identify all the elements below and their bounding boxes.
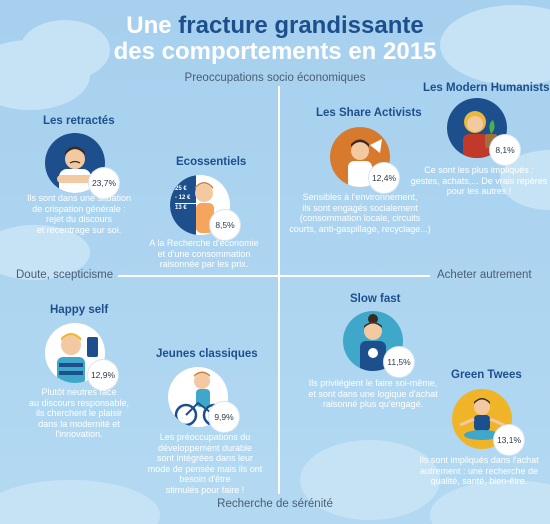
person-recycling-icon	[330, 127, 390, 187]
segment-title-ecossentiels: Ecossentiels	[176, 156, 247, 168]
segment-title-retractes: Les retractés	[43, 115, 115, 127]
percent-badge-ecossentiels: 8,5%	[210, 210, 240, 240]
cloud-decoration	[0, 225, 90, 280]
segment-description-retractes: Ils sont dans une situation de crispatio…	[26, 193, 132, 235]
segment-title-slow-fast: Slow fast	[350, 293, 401, 305]
percent-badge-modern-humanists: 8,1%	[490, 135, 520, 165]
cloud-decoration	[20, 20, 110, 80]
segment-title-share-activists: Les Share Activists	[316, 107, 422, 119]
price-line-2: - 12 €	[175, 195, 191, 201]
page-subtitle: des comportements en 2015	[113, 38, 437, 65]
page-title: Une fracture grandissante	[0, 13, 550, 39]
percent-badge-slow-fast: 11,5%	[384, 347, 414, 377]
axis-label-right: Acheter autrement	[437, 269, 532, 281]
horizontal-axis-line	[118, 275, 430, 277]
segment-description-green-twees: Ils sont impliqués dans l'achat autremen…	[419, 455, 539, 486]
title-line1-prefix: Une	[126, 12, 179, 39]
segment-description-happy-self: Plutôt neutres face au discours responsa…	[28, 387, 130, 439]
price-line-3: 13 €	[175, 203, 197, 213]
axis-label-left: Doute, scepticisme	[16, 269, 114, 281]
percent-badge-happy-self: 12,9%	[88, 360, 118, 390]
cloud-decoration	[300, 440, 440, 520]
cloud-decoration	[440, 5, 550, 85]
axis-label-top: Preoccupations socio économiques	[184, 72, 366, 84]
axis-label-bottom: Recherche de sérénité	[217, 498, 333, 510]
segment-title-green-twees: Green Twees	[451, 369, 522, 381]
vertical-axis-line	[278, 86, 280, 494]
segment-description-jeunes-classiques: Les préoccupations du développement dura…	[147, 432, 263, 495]
segment-description-slow-fast: Ils privilégient le faire soi-même, et s…	[308, 378, 438, 409]
segment-title-happy-self: Happy self	[50, 304, 109, 316]
segment-description-modern-humanists: Ce sont les plus impliqués : gestes, ach…	[410, 165, 548, 196]
person-meditating-icon	[452, 389, 512, 449]
segment-description-ecossentiels: A la Recherche d'économie et d'une conso…	[149, 238, 259, 269]
title-highlight: fracture grandissante	[178, 12, 424, 39]
person-calculating-icon: 25 € - 12 € 13 €	[170, 175, 230, 235]
percent-badge-retractes: 23,7%	[89, 168, 119, 198]
segment-title-modern-humanists: Les Modern Humanists	[423, 82, 550, 94]
percent-badge-share-activists: 12,4%	[369, 163, 399, 193]
percent-badge-green-twees: 13,1%	[494, 425, 524, 455]
person-with-plant-icon	[447, 98, 507, 158]
price-card: 25 € - 12 € 13 €	[175, 185, 197, 213]
segment-title-jeunes-classiques: Jeunes classiques	[156, 348, 258, 360]
percent-badge-jeunes-classiques: 9,9%	[209, 402, 239, 432]
segment-description-share-activists: Sensibles à l'environnement, ils sont en…	[289, 192, 431, 234]
price-line-1: 25 €	[175, 186, 187, 192]
